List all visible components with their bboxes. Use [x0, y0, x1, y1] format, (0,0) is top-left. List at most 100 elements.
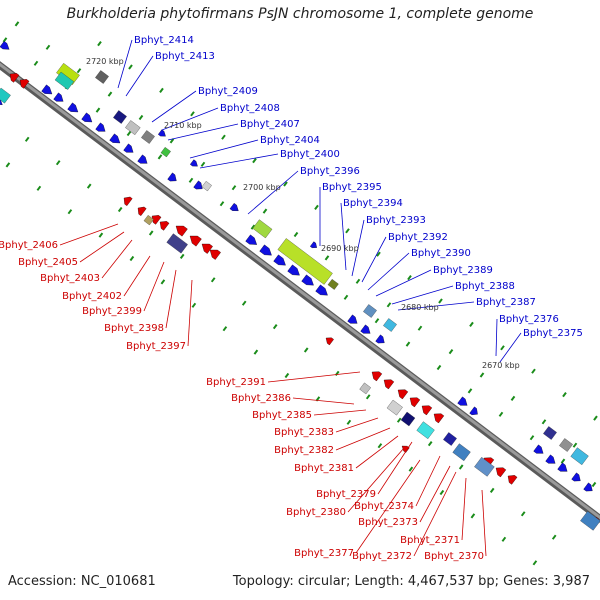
gene-label: Bphyt_2390	[411, 248, 471, 259]
feature-box	[570, 447, 589, 466]
forward-gene-arrow	[189, 159, 198, 167]
gene-label: Bphyt_2391	[206, 377, 266, 388]
feature-box	[113, 110, 127, 124]
leader-line	[355, 435, 399, 469]
ring-dot	[107, 91, 113, 97]
gene-label: Bphyt_2388	[455, 281, 515, 292]
gene-label: Bphyt_2413	[155, 51, 215, 62]
reverse-gene-arrow	[433, 413, 445, 424]
reverse-gene-arrow	[383, 379, 395, 390]
gene-label: Bphyt_2402	[62, 291, 122, 302]
leader-line	[391, 285, 454, 305]
forward-gene-arrow	[193, 180, 203, 190]
leader-line	[79, 231, 125, 263]
forward-gene-arrow	[545, 454, 556, 464]
ring-dot	[439, 489, 445, 496]
forward-gene-arrow	[229, 202, 239, 211]
feature-box	[201, 180, 212, 192]
gene-labels: Bphyt_2414Bphyt_2413Bphyt_2409Bphyt_2408…	[0, 35, 583, 562]
forward-gene-arrow	[469, 406, 478, 416]
genome-summary-text: Topology: circular; Length: 4,467,537 bp…	[232, 574, 590, 589]
reverse-gene-arrow	[201, 243, 213, 254]
leader-line	[481, 489, 487, 557]
ring-dot	[97, 41, 102, 47]
leader-line	[123, 255, 151, 297]
feature-box	[327, 278, 339, 290]
ring-dot	[427, 441, 433, 447]
gene-label: Bphyt_2392	[388, 232, 448, 243]
ring-dot	[343, 294, 349, 300]
leader-line	[495, 318, 498, 357]
forward-gene-arrow	[53, 92, 64, 102]
forward-gene-arrow	[137, 154, 148, 164]
ring-dot	[376, 251, 381, 257]
ring-dot	[14, 21, 20, 27]
ring-dot	[386, 302, 392, 308]
forward-gene-arrow	[533, 444, 544, 454]
gene-label: Bphyt_2409	[198, 86, 258, 97]
forward-gene-arrow	[287, 264, 300, 276]
ring-dot	[529, 435, 535, 441]
leader-line	[397, 301, 475, 311]
leader-line	[419, 465, 451, 523]
ring-dot	[591, 481, 597, 488]
leader-line	[355, 459, 421, 554]
forward-gene-arrow	[245, 234, 258, 245]
ring-dot	[510, 395, 516, 401]
leader-line	[267, 371, 361, 383]
ring-dot	[179, 253, 185, 259]
scale-tick-label: 2720 kbp	[86, 57, 124, 66]
feature-box	[143, 214, 154, 226]
ring-dot	[272, 323, 278, 330]
accession-text: Accession: NC_010681	[8, 574, 156, 589]
ring-dot	[188, 177, 194, 183]
ring-dot	[417, 325, 423, 331]
label-leader-lines	[59, 39, 522, 557]
ring-dot	[33, 60, 39, 66]
map-title: Burkholderia phytofirmans PsJN chromosom…	[66, 6, 534, 22]
forward-gene-arrow	[0, 97, 3, 105]
forward-gene-arrow	[309, 241, 317, 248]
ring-dot	[117, 206, 123, 213]
ring-dot	[377, 443, 383, 449]
reverse-gene-arrow	[137, 206, 147, 217]
gene-label: Bphyt_2407	[240, 119, 300, 130]
ring-dot	[222, 326, 228, 332]
forward-gene-arrow	[41, 84, 53, 95]
ring-dot	[408, 466, 414, 472]
reverse-gene-arrow	[325, 337, 334, 346]
feature-box	[400, 411, 416, 427]
ring-dot	[479, 372, 485, 378]
scale-tick-label: 2710 kbp	[164, 121, 202, 130]
ring-dot	[489, 487, 495, 493]
forward-gene-arrow	[315, 284, 328, 296]
reverse-gene-arrow	[9, 73, 20, 83]
ring-dot	[283, 181, 288, 187]
feature-box	[443, 432, 457, 446]
ring-dot	[284, 372, 290, 379]
reverse-gene-arrow	[19, 79, 30, 89]
reverse-gene-arrow	[409, 397, 421, 408]
forward-gene-arrow	[67, 102, 79, 113]
ring-dot	[355, 278, 361, 284]
leader-line	[340, 202, 347, 271]
ring-dot	[98, 232, 104, 238]
ring-dot	[45, 44, 51, 50]
ring-dot	[560, 458, 566, 464]
ring-dot	[314, 204, 319, 210]
leader-line	[375, 269, 432, 297]
ring-dot	[593, 415, 598, 421]
feature-box	[0, 87, 11, 104]
ring-dot	[458, 464, 464, 470]
ring-dot	[572, 442, 578, 448]
ring-dot	[67, 209, 73, 215]
ring-dot	[324, 255, 330, 261]
feature-box	[363, 304, 377, 318]
reverse-gene-arrow	[495, 467, 507, 478]
ring-dot	[252, 158, 257, 164]
forward-gene-arrow	[123, 143, 134, 153]
leader-line	[335, 427, 391, 451]
ring-dot	[138, 114, 144, 121]
gene-label: Bphyt_2406	[0, 240, 58, 251]
